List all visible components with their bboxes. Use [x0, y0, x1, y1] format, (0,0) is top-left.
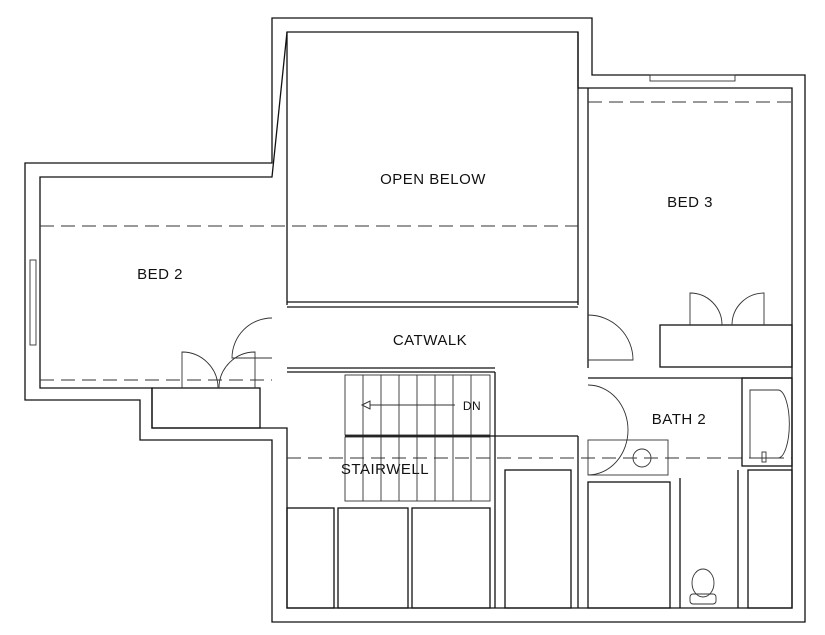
inner-wall — [39, 31, 793, 609]
bed3-room — [587, 74, 793, 368]
bath2-room — [587, 377, 793, 605]
stair-arrow-icon — [360, 400, 371, 410]
room-label-bed3: BED 3 — [667, 194, 713, 211]
stair-direction-label: DN — [463, 399, 481, 413]
room-label-stairwell: STAIRWELL — [341, 461, 429, 478]
room-label-open-below: OPEN BELOW — [380, 171, 486, 188]
closets — [286, 372, 793, 609]
bathtub-icon — [749, 389, 790, 459]
stairs — [287, 374, 792, 502]
room-label-bed2: BED 2 — [137, 266, 183, 283]
sink-icon — [632, 448, 652, 468]
room-label-bath2: BATH 2 — [652, 411, 706, 428]
open-below-area — [40, 32, 579, 308]
toilet-icon — [691, 568, 715, 598]
outer-wall — [24, 17, 806, 623]
bed2-room — [29, 259, 273, 429]
room-label-catwalk: CATWALK — [393, 332, 467, 349]
